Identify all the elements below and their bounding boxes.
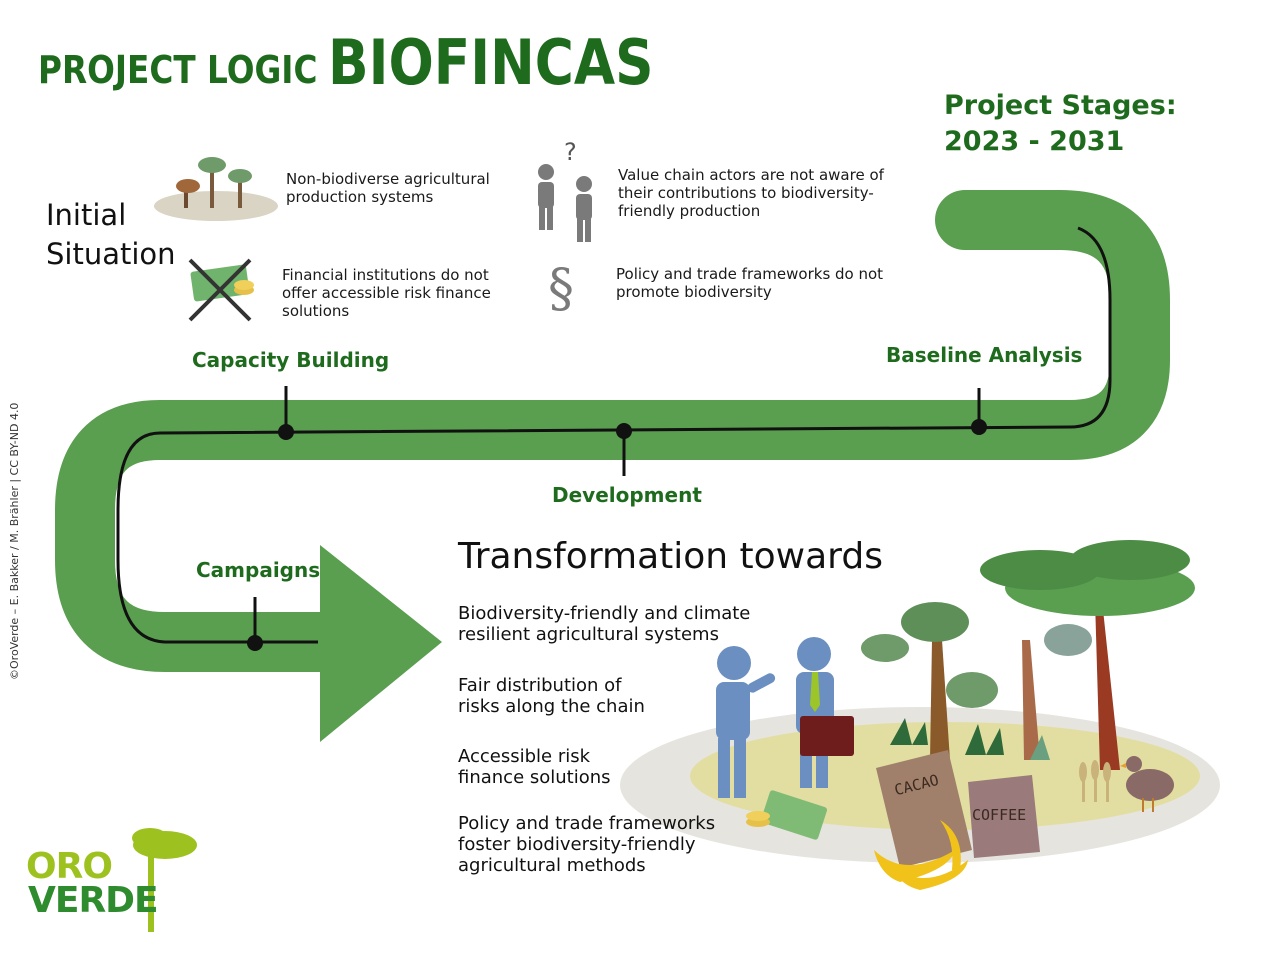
outcome-line: Policy and trade frameworks [458, 813, 716, 834]
outcome-risk-finance: Accessible risk finance solutions [458, 746, 611, 788]
title-name: BIOFINCAS [328, 26, 654, 99]
timeline-line [116, 226, 1112, 644]
situation-text-line: their contributions to biodiversity- [618, 184, 874, 202]
situation-text-line: Policy and trade frameworks do not [616, 265, 884, 283]
stage-label-development: Development [552, 483, 702, 507]
outcome-agricultural-systems: Biodiversity-friendly and climate resili… [458, 603, 750, 645]
banana-bunch [874, 820, 968, 890]
green-path [55, 190, 1170, 742]
briefcase [800, 716, 854, 756]
outcome-line: Fair distribution of [458, 675, 622, 696]
initial-heading-line2: Situation [46, 237, 176, 271]
businessman-figure [796, 637, 854, 788]
initial-heading-line1: Initial [46, 198, 127, 232]
tree-trunk-1 [930, 640, 950, 760]
chicken-icon [1120, 756, 1174, 812]
stage-label-capacity-building: Capacity Building [192, 348, 390, 372]
outcome-line: risks along the chain [458, 696, 645, 717]
title-prefix: PROJECT LOGIC [38, 48, 318, 92]
outcome-policy-frameworks: Policy and trade frameworks foster biodi… [458, 813, 715, 876]
initial-situation-heading: Initial Situation [46, 196, 176, 274]
copyright-credit: ©OroVerde – E. Bakker / M. Brähler | CC … [8, 402, 21, 680]
situation-text-line: production systems [286, 188, 434, 206]
situation-text-line: offer accessible risk finance [282, 284, 491, 302]
outcome-line: resilient agricultural systems [458, 624, 719, 645]
path-arrowhead [320, 545, 442, 742]
wheat-icon [1079, 760, 1111, 802]
outcome-risk-distribution: Fair distribution of risks along the cha… [458, 675, 645, 717]
situation-text-line: Value chain actors are not aware of [618, 166, 884, 184]
marker-capacity [278, 386, 294, 440]
logo-oro-text: ORO [26, 846, 113, 887]
stages-heading-line1: Project Stages: [944, 90, 1177, 121]
outcome-line: finance solutions [458, 767, 611, 788]
stage-label-baseline-analysis: Baseline Analysis [886, 343, 1083, 367]
money-icon [746, 790, 828, 840]
outcome-line: agricultural methods [458, 855, 646, 876]
marker-baseline [971, 388, 987, 435]
situation-text-line: Non-biodiverse agricultural [286, 170, 490, 188]
logo-tree-icon [132, 828, 197, 932]
situation-item-finance: Financial institutions do not offer acce… [282, 266, 491, 320]
situation-text-line: promote biodiversity [616, 283, 772, 301]
situation-item-policy: Policy and trade frameworks do not promo… [616, 265, 883, 301]
situation-text-line: solutions [282, 302, 350, 320]
outcome-line: Accessible risk [458, 746, 591, 767]
coffee-bag-label: COFFEE [972, 806, 1027, 824]
svg-text:?: ? [564, 138, 577, 166]
cacao-bag [876, 750, 972, 868]
trees-icon [154, 157, 278, 221]
marker-campaigns [247, 597, 263, 651]
coffee-bag [968, 775, 1040, 858]
svg-text:§: § [548, 259, 574, 319]
situation-text-line: friendly production [618, 202, 761, 220]
situation-item-agriculture: Non-biodiverse agricultural production s… [286, 170, 490, 206]
situation-text-line: Financial institutions do not [282, 266, 489, 284]
palm-tree-trunk [1095, 600, 1120, 770]
crossed-money-icon [188, 258, 254, 322]
paragraph-icon: § [548, 259, 574, 319]
outcome-line: foster biodiversity-friendly [458, 834, 696, 855]
logo-verde-text: VERDE [28, 880, 159, 921]
farmer-figure [716, 646, 776, 798]
stages-heading-line2: 2023 - 2031 [944, 126, 1125, 157]
transformation-heading: Transformation towards [458, 536, 883, 577]
situation-item-value-chain: Value chain actors are not aware of thei… [618, 166, 884, 220]
farm-scene-illustration [620, 540, 1220, 890]
stage-label-campaigns: Campaigns [196, 558, 321, 582]
outcome-line: Biodiversity-friendly and climate [458, 603, 751, 624]
marker-development [616, 423, 632, 476]
tree-crown-1 [901, 602, 969, 642]
confused-people-icon: ? [538, 138, 592, 242]
